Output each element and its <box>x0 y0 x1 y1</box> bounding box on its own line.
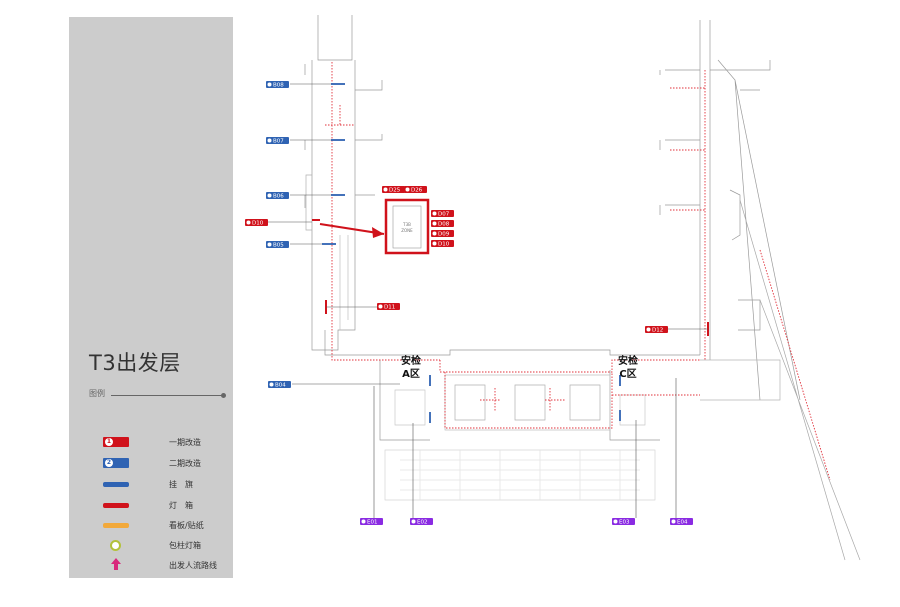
svg-text:C区: C区 <box>619 368 636 380</box>
sign-tag: D10 <box>245 219 268 227</box>
leader-lines <box>267 83 708 518</box>
sign-tag-label: D11 <box>384 305 395 311</box>
legend-badge-icon: 2 <box>103 458 129 468</box>
sign-tag-label: D12 <box>652 328 663 334</box>
legend-item: 包柱灯箱 <box>103 538 201 552</box>
legend-swatch-icon <box>103 522 129 528</box>
sign-tag-label: D26 <box>411 188 423 194</box>
zone-label-c: 安检 C区 <box>618 354 638 380</box>
legend-swatch-icon <box>103 481 129 487</box>
legend-item: 1 一期改造 <box>103 435 201 449</box>
flow-arrow-icon <box>109 556 123 575</box>
sign-tag: D11 <box>377 303 400 311</box>
sign-tag-label: B05 <box>273 243 284 249</box>
zone-label-a: 安检 A区 <box>401 354 421 380</box>
sign-tag-label: D09 <box>438 232 450 238</box>
red-lightbox-markers <box>312 219 709 336</box>
sign-tag: E04 <box>670 518 693 526</box>
svg-text:安检: 安检 <box>401 354 421 367</box>
legend-badge-number: 1 <box>105 438 113 446</box>
sign-tag-label: D07 <box>438 212 450 218</box>
legend-item: 2 二期改造 <box>103 456 201 470</box>
sign-tag: E02 <box>410 518 433 526</box>
legend-text: 二期改造 <box>169 459 201 468</box>
legend-badge-number: 2 <box>105 459 113 467</box>
sign-tag-label: E02 <box>417 520 427 526</box>
svg-text:T3B: T3B <box>402 222 411 227</box>
sign-tag: E03 <box>612 518 635 526</box>
sign-tag-label: E03 <box>619 520 630 526</box>
sign-tag: B07 <box>266 137 289 145</box>
sign-tag-label: D10 <box>438 242 450 248</box>
legend-panel: T3出发层 图例 1 一期改造 2 二期改造挂 旗灯 箱看板/贴纸包柱灯箱出发人流路线 <box>69 17 233 578</box>
sign-tag: D07 <box>431 210 454 218</box>
sign-tag-label: D08 <box>438 222 450 228</box>
sign-tag: D26 <box>404 186 427 194</box>
sign-tag: D09 <box>431 230 454 238</box>
legend-text: 灯 箱 <box>169 501 193 510</box>
legend-item: 挂 旗 <box>103 477 193 491</box>
building-outline <box>304 15 861 561</box>
legend-item: 出发人流路线 <box>103 556 217 575</box>
svg-text:ZONE: ZONE <box>401 228 413 233</box>
sign-tag: D25 <box>382 186 405 194</box>
sign-tag-label: D25 <box>389 188 401 194</box>
sign-tag-label: E01 <box>367 520 377 526</box>
legend-text: 一期改造 <box>169 438 201 447</box>
legend-badge-icon: 1 <box>103 437 129 447</box>
legend-item: 看板/贴纸 <box>103 518 204 532</box>
sign-tag: D12 <box>645 326 668 334</box>
highlight-callout: T3B ZONE <box>319 198 430 255</box>
legend-item: 灯 箱 <box>103 498 193 512</box>
svg-text:A区: A区 <box>402 368 420 380</box>
sign-tag: E01 <box>360 518 383 526</box>
sign-tag-label: E04 <box>677 520 688 526</box>
legend-text: 出发人流路线 <box>169 561 217 570</box>
legend-text: 挂 旗 <box>169 480 193 489</box>
sign-tag: B04 <box>268 381 291 389</box>
legend-label: 图例 <box>89 389 105 398</box>
pillar-lightbox-icon <box>110 539 121 551</box>
legend-swatch-icon <box>103 502 129 508</box>
sign-tag-label: B06 <box>273 194 284 200</box>
legend-text: 包柱灯箱 <box>169 541 201 550</box>
sign-tag: B06 <box>266 192 289 200</box>
sign-tag: B08 <box>266 81 289 89</box>
legend-divider <box>111 395 223 396</box>
sign-tag: D10 <box>431 240 454 248</box>
legend-divider-dot <box>221 393 226 398</box>
sign-tag: D08 <box>431 220 454 228</box>
legend-text: 看板/贴纸 <box>169 521 204 530</box>
sign-tag-label: B07 <box>273 139 284 145</box>
page-title: T3出发层 <box>89 351 181 375</box>
departure-flow-route <box>325 62 831 481</box>
blue-banner-markers <box>322 83 621 423</box>
sign-tag-label: D10 <box>252 221 264 227</box>
sign-tag-label: B04 <box>275 383 286 389</box>
sign-tag-label: B08 <box>273 83 284 89</box>
svg-text:安检: 安检 <box>618 354 638 367</box>
sign-tag: B05 <box>266 241 289 249</box>
